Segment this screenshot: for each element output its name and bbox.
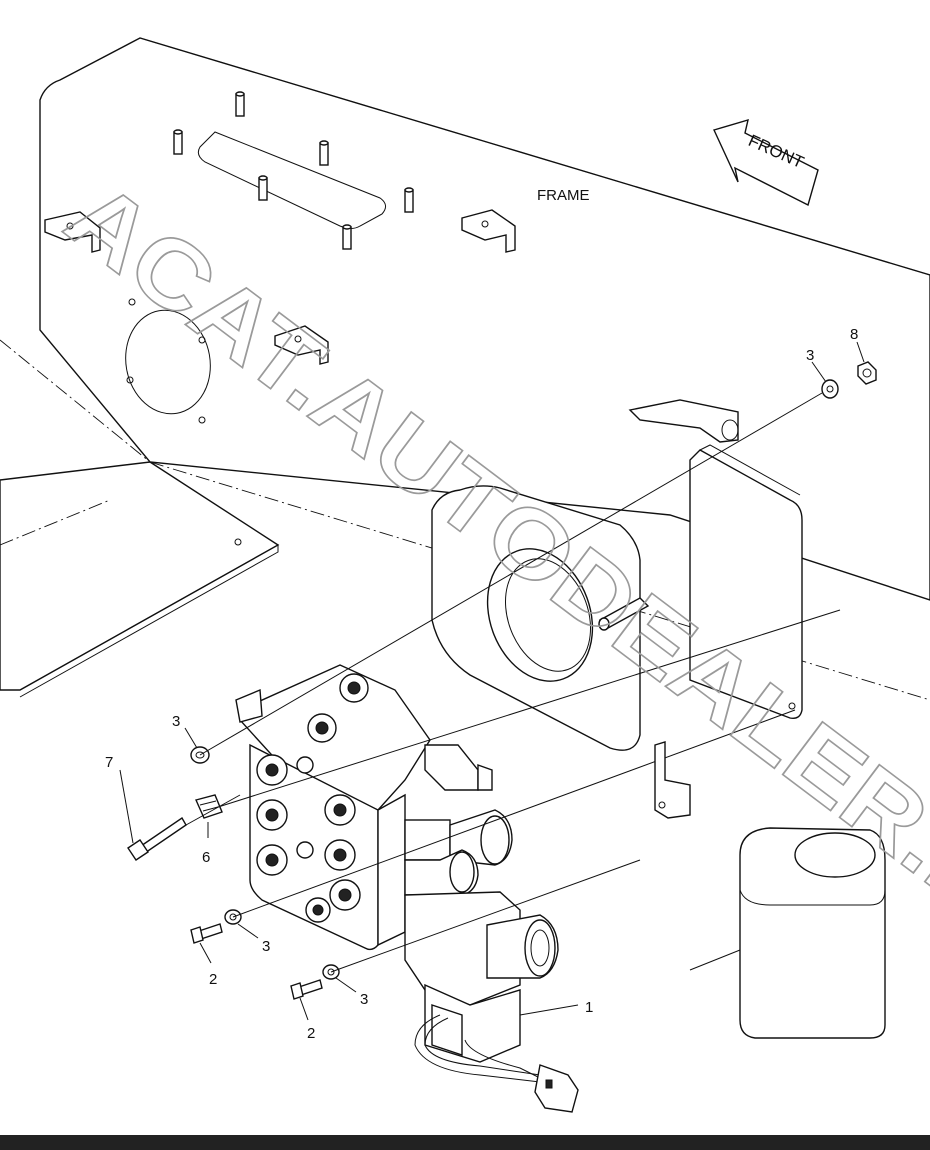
callout-8: 8 [850,326,858,343]
callout-7: 7 [105,754,113,771]
clip-6 [195,794,223,819]
callout-3-lower: 3 [360,991,368,1008]
frame-label: FRAME [537,187,590,204]
plate-bottom-bracket [654,741,691,819]
mounting-plate [431,444,803,751]
bolt-7 [127,816,187,861]
callout-numbers: 1 3 7 6 3 8 3 3 2 2 [105,326,858,1042]
callout-3-middle: 3 [262,938,270,955]
callout-3-right: 3 [806,347,814,364]
control-valve-assembly [235,664,579,1113]
callout-6: 6 [202,849,210,866]
bolts-2 [190,923,323,1000]
frame-brackets [44,209,739,443]
reservoir-tank [689,827,886,1039]
callout-2-left: 2 [209,971,217,988]
callout-3-left: 3 [172,713,180,730]
assembly-center-lines [185,392,841,973]
bottom-border [0,1135,930,1150]
front-arrow-icon: FRONT [713,118,819,207]
nut-8 [857,361,877,385]
callout-1: 1 [585,999,593,1016]
frame-studs [173,91,414,250]
lower-plate [0,461,280,698]
callout-2-right: 2 [307,1025,315,1042]
callout-leaders [119,341,865,1021]
